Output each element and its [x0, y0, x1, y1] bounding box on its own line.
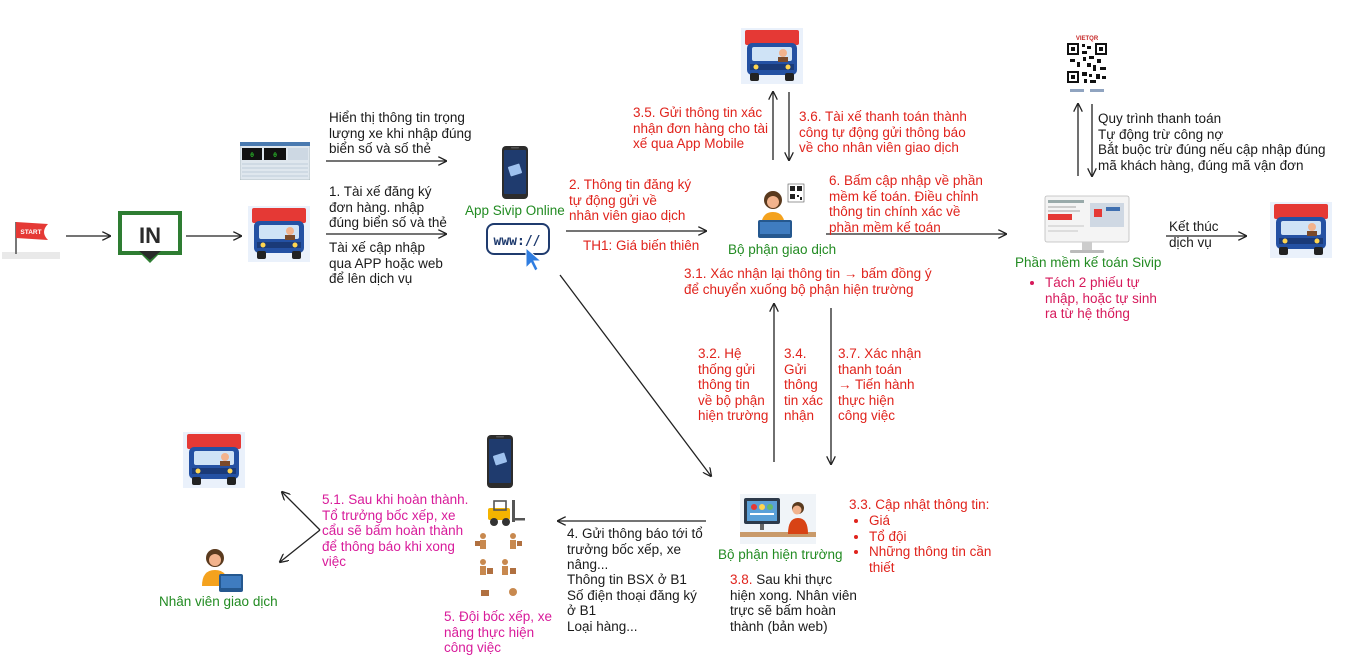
transaction-staff-icon [758, 183, 805, 238]
arrow-doi-to-nhan-vien [280, 529, 321, 562]
start-flag-icon: START [2, 222, 60, 259]
step-3-8-number: 3.8. [730, 572, 753, 587]
truck-driver-icon [741, 28, 803, 84]
app-sivip-label: App Sivip Online [465, 203, 565, 218]
mobile-phone-icon [487, 435, 513, 488]
svg-text:START: START [20, 229, 41, 236]
step-5-label: 5. Đội bốc xếp, xe nâng thực hiện công v… [444, 609, 553, 656]
svg-text:IN: IN [139, 223, 161, 248]
step-3-8-text: Sau khi thực hiện xong. Nhân viên trực s… [730, 572, 857, 634]
forklift-icon [488, 500, 525, 526]
mobile-phone-icon [502, 146, 528, 199]
step-3-3-title: 3.3. Cập nhật thông tin: [849, 497, 990, 512]
transaction-department-label: Bộ phận giao dịch [728, 242, 837, 257]
vietqr-code-icon: VIETQR [1062, 32, 1112, 98]
step-3-8-label: 3.8. Sau khi thực hiện xong. Nhân viên t… [730, 572, 857, 634]
payment-process-note: Quy trình thanh toán Tự động trừ công nợ… [1098, 111, 1326, 173]
accounting-software-label: Phần mềm kế toán Sivip [1015, 255, 1162, 270]
step-5-1-label: 5.1. Sau khi hoàn thành. Tổ trưởng bốc x… [322, 492, 469, 570]
step-3-6-label: 3.6. Tài xế thanh toán thành công tự độn… [799, 109, 967, 156]
web-browser-icon: www:// [486, 223, 550, 272]
accounting-note: Tách 2 phiếu tự nhập, hoặc tự sinh ra từ… [1045, 275, 1157, 322]
case-1-label: TH1: Giá biến thiên [583, 238, 700, 253]
loading-workers-icon [475, 533, 522, 596]
driver-update-note: Tài xế cập nhập qua APP hoặc web để lên … [329, 240, 443, 287]
arrow-doi-to-truck [282, 492, 321, 531]
weight-display-note: Hiển thị thông tin trọng lượng xe khi nh… [329, 110, 472, 157]
svg-text:0: 0 [250, 152, 254, 159]
field-department-icon [740, 494, 816, 544]
weighing-software-screen-icon: 0 0 [240, 142, 310, 180]
svg-text:0: 0 [273, 152, 277, 159]
update-item: Giá [869, 513, 991, 529]
svg-text:VIETQR: VIETQR [1076, 36, 1099, 42]
step-3-5-label: 3.5. Gửi thông tin xác nhận đơn hàng cho… [633, 105, 768, 152]
step-3-3-list: Giá Tổ đội Những thông tin cần thiết [851, 513, 991, 575]
accounting-notes-list: Tách 2 phiếu tự nhập, hoặc tự sinh ra từ… [1027, 275, 1157, 322]
transaction-staff-icon [202, 549, 243, 592]
step-4-label: 4. Gửi thông báo tới tổ trưởng bốc xếp, … [567, 526, 703, 573]
truck-driver-icon [1270, 202, 1332, 258]
svg-text:www://: www:// [494, 234, 541, 249]
arrow-app-to-hien-truong [559, 274, 711, 476]
step-3-1-label: 3.1. Xác nhận lại thông tin → bấm đồng ý… [684, 266, 932, 297]
step-4-detail: Thông tin BSX ở B1 Số điện thoại đăng ký… [567, 572, 697, 634]
step-1-label: 1. Tài xế đăng ký đơn hàng. nhập đúng bi… [329, 184, 447, 231]
end-service-label: Kết thúc dịch vụ [1169, 219, 1219, 250]
step-3-2-label: 3.2. Hệ thống gửi thông tin về bộ phận h… [698, 346, 769, 424]
step-6-label: 6. Bấm cập nhập về phần mềm kế toán. Điề… [829, 173, 983, 235]
transaction-staff-label: Nhân viên giao dịch [159, 594, 278, 609]
step-3-4-label: 3.4. Gửi thông tin xác nhận [784, 346, 824, 424]
update-item: Tổ đội [869, 529, 991, 545]
step-3-7-label: 3.7. Xác nhận thanh toán → Tiến hành thự… [838, 346, 922, 424]
check-in-sign-icon: IN [118, 211, 182, 263]
accounting-software-monitor-icon [1044, 195, 1130, 253]
step-2-label: 2. Thông tin đăng ký tự động gửi về nhân… [569, 177, 692, 224]
truck-driver-icon [248, 206, 310, 262]
field-department-label: Bộ phận hiện trường [718, 547, 843, 562]
truck-driver-icon [183, 432, 245, 488]
update-item: Những thông tin cần thiết [869, 544, 991, 575]
